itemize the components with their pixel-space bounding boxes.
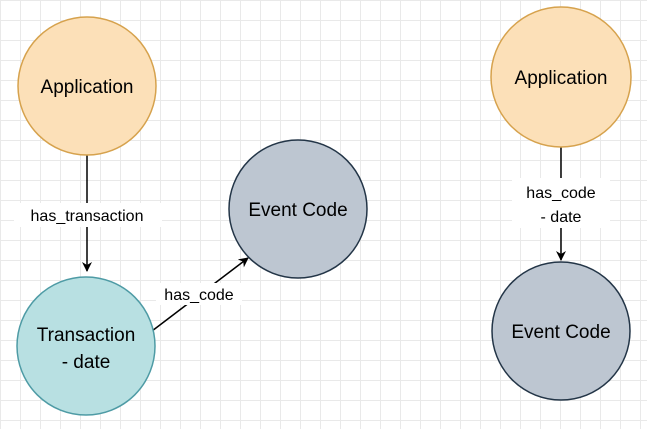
node-transaction-label-line1: Transaction bbox=[37, 325, 136, 346]
node-transaction[interactable]: Transaction - date bbox=[16, 276, 156, 416]
edge-label-bg bbox=[14, 203, 162, 227]
node-application-shape bbox=[17, 16, 157, 156]
node-application[interactable]: Application bbox=[17, 16, 157, 156]
node-transaction-shape bbox=[16, 276, 156, 416]
edge-label-has-code-line2: - date bbox=[541, 209, 582, 226]
node-event-code-right[interactable]: Event Code bbox=[491, 261, 631, 401]
edge-label-bg bbox=[156, 283, 242, 305]
edge-label-has-transaction: has_transaction bbox=[31, 208, 144, 225]
node-event-code-right-shape bbox=[491, 261, 631, 401]
edge-label-has-code-line1: has_code bbox=[526, 185, 595, 202]
node-application-right-label: Application bbox=[515, 68, 608, 89]
node-application-right[interactable]: Application bbox=[490, 6, 632, 148]
node-application-right-shape bbox=[490, 6, 632, 148]
node-event-code-shape bbox=[228, 139, 368, 279]
node-transaction-label-line2: - date bbox=[62, 352, 111, 373]
edge-label-has-code: has_code bbox=[164, 287, 233, 304]
node-event-code[interactable]: Event Code bbox=[228, 139, 368, 279]
node-event-code-label: Event Code bbox=[248, 200, 347, 221]
node-event-code-right-label: Event Code bbox=[511, 322, 610, 343]
edge-label-bg bbox=[512, 178, 610, 228]
node-application-label: Application bbox=[41, 77, 134, 98]
